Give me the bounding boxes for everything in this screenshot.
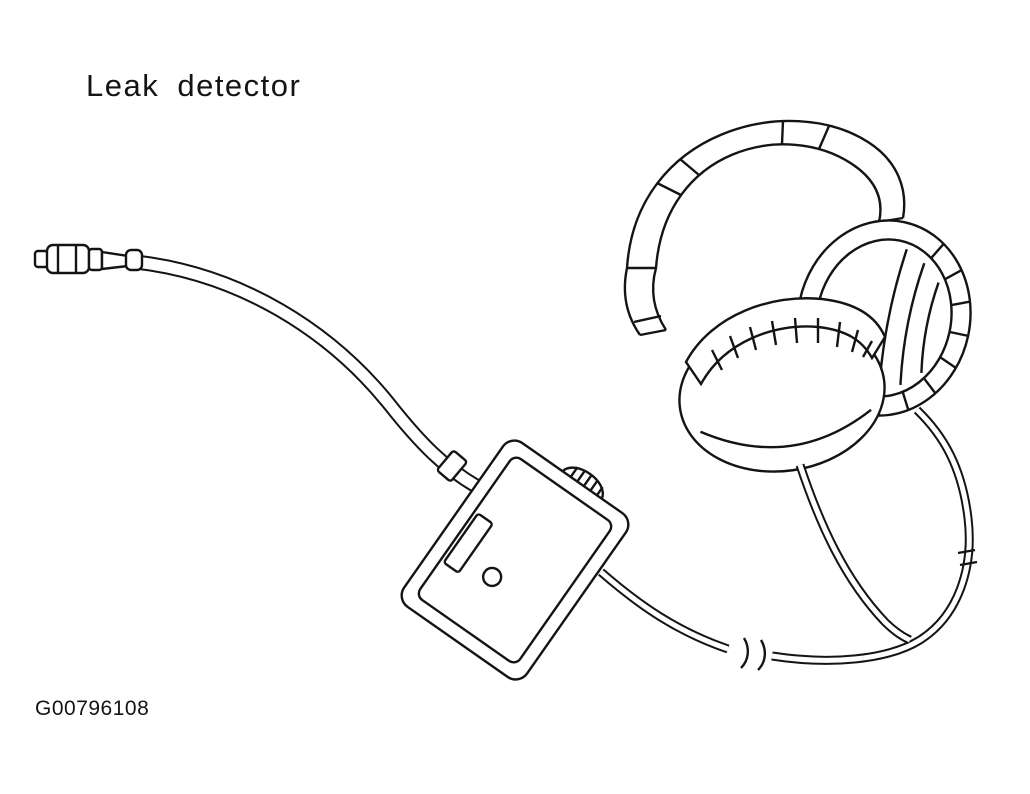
unit-display-slot bbox=[443, 513, 493, 573]
unit-face-panel bbox=[417, 456, 613, 664]
headphones bbox=[623, 119, 972, 473]
headband-inner bbox=[654, 143, 882, 269]
cable-break-mark bbox=[740, 637, 766, 671]
unit-housing bbox=[400, 439, 630, 681]
figure-code: G00796108 bbox=[35, 697, 150, 720]
cable-joint bbox=[957, 548, 978, 567]
figure-title: Leak detector bbox=[86, 68, 302, 103]
unit-round-button bbox=[481, 566, 503, 588]
probe-wand bbox=[33, 243, 480, 493]
headband-outer bbox=[625, 119, 906, 269]
probe-taper bbox=[100, 250, 130, 271]
probe-tip-ring bbox=[87, 247, 104, 272]
connecting-cable bbox=[598, 406, 978, 671]
probe-bulge-ring bbox=[124, 248, 144, 272]
tube-collar bbox=[436, 450, 468, 482]
probe-tube-core bbox=[135, 256, 479, 491]
cushion-strip bbox=[684, 297, 887, 387]
detector-unit bbox=[400, 439, 630, 681]
probe-tip-body bbox=[45, 243, 91, 275]
